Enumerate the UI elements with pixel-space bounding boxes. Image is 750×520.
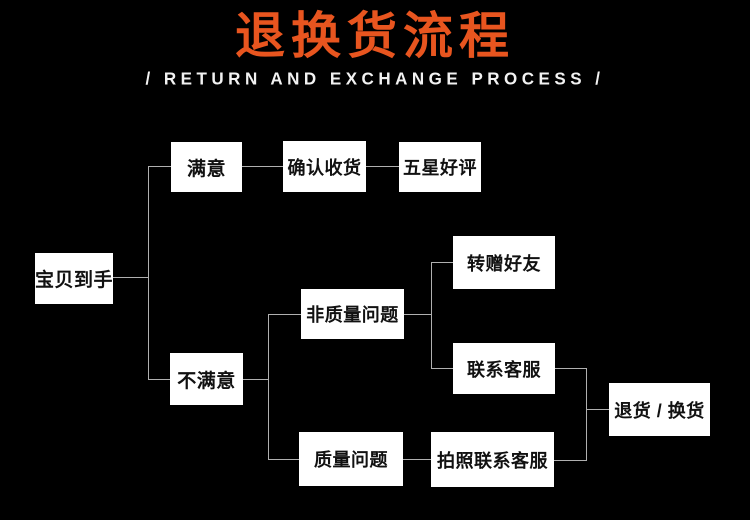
flow-node-unsatisfied: 不满意 [170,353,243,405]
connector-trunk3-to-gift [431,262,453,263]
connector-trunk4-vertical [586,368,587,461]
connector-trunk1-vertical [148,166,149,380]
flow-node-contact-service: 联系客服 [453,343,555,394]
connector-unsatisfied-to-trunk2 [243,379,269,380]
flow-node-gift-to-friend: 转赠好友 [453,236,555,289]
connector-photo-to-trunk4 [554,460,587,461]
header: 退换货流程 / RETURN AND EXCHANGE PROCESS / [0,0,750,89]
flow-node-return-or-exchange: 退货 / 换货 [609,383,710,436]
page-title: 退换货流程 [235,8,515,64]
flow-node-quality-issue: 质量问题 [299,432,403,486]
connector-trunk2-to-nonquality [268,314,301,315]
connector-quality-to-photo [403,459,431,460]
connector-trunk4-to-return [586,409,609,410]
connector-trunk3-vertical [431,262,432,369]
flow-node-item-received: 宝贝到手 [35,253,113,304]
connector-trunk2-to-quality [268,459,299,460]
connector-nonquality-to-trunk3 [404,314,432,315]
connector-contact-to-trunk4 [555,368,587,369]
connector-satisfied-to-confirm [242,166,283,167]
connector-trunk1-to-satisfied [148,166,171,167]
flow-node-five-star-review: 五星好评 [399,142,481,192]
connector-confirm-to-fivestar [366,166,399,167]
flow-node-non-quality-issue: 非质量问题 [301,289,404,339]
flow-node-confirm-receipt: 确认收货 [283,141,366,192]
connector-trunk1-to-unsatisfied [148,379,170,380]
flow-node-satisfied: 满意 [171,142,242,192]
page-subtitle: / RETURN AND EXCHANGE PROCESS / [145,68,605,89]
connector-start-to-trunk1 [113,277,149,278]
flow-node-photo-contact-service: 拍照联系客服 [431,432,554,487]
connector-trunk3-to-contact [431,368,453,369]
connector-trunk2-vertical [268,314,269,460]
